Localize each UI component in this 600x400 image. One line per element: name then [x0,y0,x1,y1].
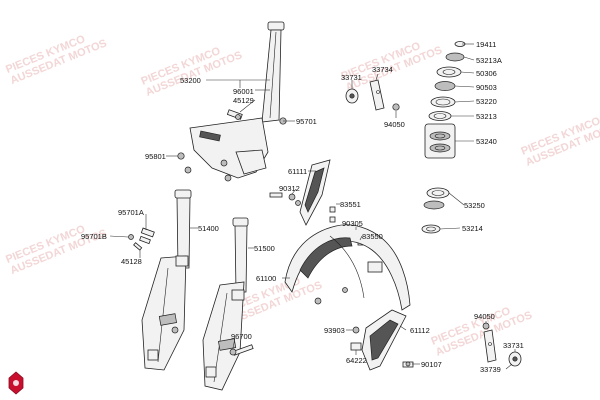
callout-95701b[interactable]: 95701B [81,232,107,241]
callout-53250[interactable]: 53250 [464,201,485,210]
callout-90503[interactable]: 90503 [476,83,497,92]
callout-33731-bottom[interactable]: 33731 [503,341,524,350]
callout-53240[interactable]: 53240 [476,137,497,146]
leader-lines [109,43,516,370]
callout-94050-bottom[interactable]: 94050 [474,312,495,321]
callout-96001[interactable]: 96001 [233,87,254,96]
callout-61100[interactable]: 61100 [256,274,276,283]
front-fender [284,224,411,311]
callout-93903[interactable]: 93903 [324,326,345,335]
callout-50306[interactable]: 50306 [476,69,497,78]
horn-bracket-top [345,79,400,111]
callout-51500[interactable]: 51500 [254,244,275,253]
axle-96700 [229,344,254,356]
callout-83551[interactable]: 83551 [340,200,361,209]
callout-61111[interactable]: 61111 [288,167,307,176]
callout-labels: 53200 96001 45129 95701 95801 95701A 957… [81,40,524,374]
brand-logo [8,371,24,395]
callout-33731-top[interactable]: 33731 [341,73,362,82]
callout-61112[interactable]: 61112 [410,326,430,335]
fender-cover-61111 [299,159,331,226]
callout-90305[interactable]: 90305 [342,219,363,228]
callout-45129[interactable]: 45129 [233,96,254,105]
callout-95701a[interactable]: 95701A [118,208,144,217]
callout-53214[interactable]: 53214 [462,224,483,233]
callout-90312[interactable]: 90312 [279,184,300,193]
callout-53200[interactable]: 53200 [180,76,201,85]
callout-95701[interactable]: 95701 [296,117,317,126]
horn-bracket-bottom [482,322,522,367]
fender-cover-61112 [361,309,407,371]
callout-95801[interactable]: 95801 [145,152,166,161]
callout-94050-top[interactable]: 94050 [384,120,405,129]
callout-45128[interactable]: 45128 [121,257,142,266]
callout-53213[interactable]: 53213 [476,112,497,121]
caliper-bolts [128,227,155,251]
lower-bearings [421,187,450,234]
callout-64222[interactable]: 64222 [346,356,367,365]
callout-51400[interactable]: 51400 [198,224,219,233]
callout-90107[interactable]: 90107 [421,360,442,369]
callout-53220[interactable]: 53220 [476,97,497,106]
fork-leg-left [141,189,192,371]
callout-19411[interactable]: 19411 [476,40,496,49]
callout-96700[interactable]: 96700 [231,332,252,341]
bearing-race-53240 [424,123,456,159]
callout-33734[interactable]: 33734 [372,65,393,74]
nuts-95801 [177,152,232,182]
steering-stem [189,21,285,179]
fork-leg-right [202,217,249,391]
callout-53213a[interactable]: 53213A [476,56,502,65]
callout-83550[interactable]: 83550 [362,232,383,241]
callout-33739[interactable]: 33739 [480,365,501,374]
